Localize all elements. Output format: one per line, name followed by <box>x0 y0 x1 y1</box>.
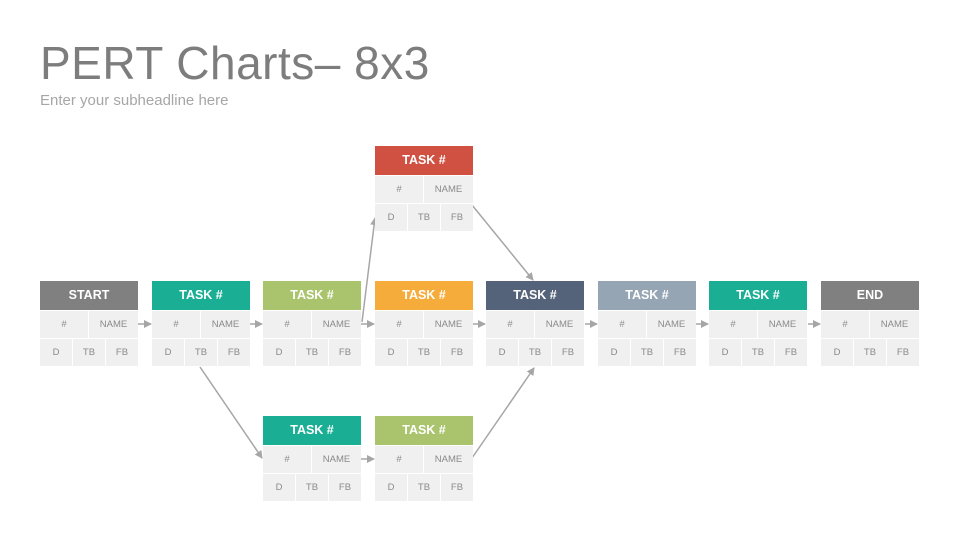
node-duration-cell: D <box>709 339 741 366</box>
node-header: TASK # <box>486 281 584 310</box>
slide-title: PERT Charts– 8x3 <box>40 37 430 89</box>
node-name-cell: NAME <box>89 311 138 338</box>
node-number-cell: # <box>375 446 423 473</box>
node-header: TASK # <box>263 416 361 445</box>
node-number-cell: # <box>152 311 200 338</box>
node-header: TASK # <box>709 281 807 310</box>
node-fb-cell: FB <box>329 474 361 501</box>
node-duration-cell: D <box>821 339 853 366</box>
edge-b2-t4 <box>471 367 535 459</box>
node-name-cell: NAME <box>758 311 807 338</box>
node-tb-cell: TB <box>519 339 551 366</box>
node-fb-cell: FB <box>329 339 361 366</box>
node-fb-cell: FB <box>887 339 919 366</box>
node-fb-cell: FB <box>552 339 584 366</box>
node-header: TASK # <box>152 281 250 310</box>
node-number-cell: # <box>598 311 646 338</box>
node-fb-cell: FB <box>441 474 473 501</box>
node-number-cell: # <box>486 311 534 338</box>
node-tb-cell: TB <box>408 474 440 501</box>
node-tb-cell: TB <box>296 339 328 366</box>
node-number-cell: # <box>263 446 311 473</box>
node-name-cell: NAME <box>201 311 250 338</box>
node-duration-cell: D <box>263 474 295 501</box>
node-duration-cell: D <box>375 204 407 231</box>
node-fb-cell: FB <box>775 339 807 366</box>
node-header: TASK # <box>375 416 473 445</box>
edge-t2-top <box>361 217 379 323</box>
node-name-cell: NAME <box>312 311 361 338</box>
node-duration-cell: D <box>152 339 184 366</box>
node-name-cell: NAME <box>647 311 696 338</box>
node-duration-cell: D <box>263 339 295 366</box>
node-name-cell: NAME <box>424 311 473 338</box>
node-number-cell: # <box>375 311 423 338</box>
node-name-cell: NAME <box>870 311 919 338</box>
edge-t1-b1 <box>199 366 263 459</box>
node-fb-cell: FB <box>441 339 473 366</box>
node-name-cell: NAME <box>424 446 473 473</box>
node-duration-cell: D <box>40 339 72 366</box>
node-header: TASK # <box>598 281 696 310</box>
node-fb-cell: FB <box>106 339 138 366</box>
node-tb-cell: TB <box>408 339 440 366</box>
node-duration-cell: D <box>598 339 630 366</box>
node-name-cell: NAME <box>424 176 473 203</box>
edge-top-t4 <box>471 204 534 281</box>
node-tb-cell: TB <box>185 339 217 366</box>
node-number-cell: # <box>40 311 88 338</box>
node-header: TASK # <box>375 146 473 175</box>
node-tb-cell: TB <box>742 339 774 366</box>
node-header: TASK # <box>263 281 361 310</box>
node-tb-cell: TB <box>408 204 440 231</box>
node-fb-cell: FB <box>441 204 473 231</box>
node-number-cell: # <box>263 311 311 338</box>
node-tb-cell: TB <box>854 339 886 366</box>
node-number-cell: # <box>709 311 757 338</box>
node-name-cell: NAME <box>535 311 584 338</box>
node-fb-cell: FB <box>218 339 250 366</box>
node-duration-cell: D <box>486 339 518 366</box>
node-duration-cell: D <box>375 474 407 501</box>
slide-subtitle: Enter your subheadline here <box>40 92 229 109</box>
node-number-cell: # <box>375 176 423 203</box>
node-header: TASK # <box>375 281 473 310</box>
node-tb-cell: TB <box>296 474 328 501</box>
node-duration-cell: D <box>375 339 407 366</box>
node-tb-cell: TB <box>73 339 105 366</box>
node-number-cell: # <box>821 311 869 338</box>
node-tb-cell: TB <box>631 339 663 366</box>
node-header: START <box>40 281 138 310</box>
node-header: END <box>821 281 919 310</box>
node-name-cell: NAME <box>312 446 361 473</box>
node-fb-cell: FB <box>664 339 696 366</box>
